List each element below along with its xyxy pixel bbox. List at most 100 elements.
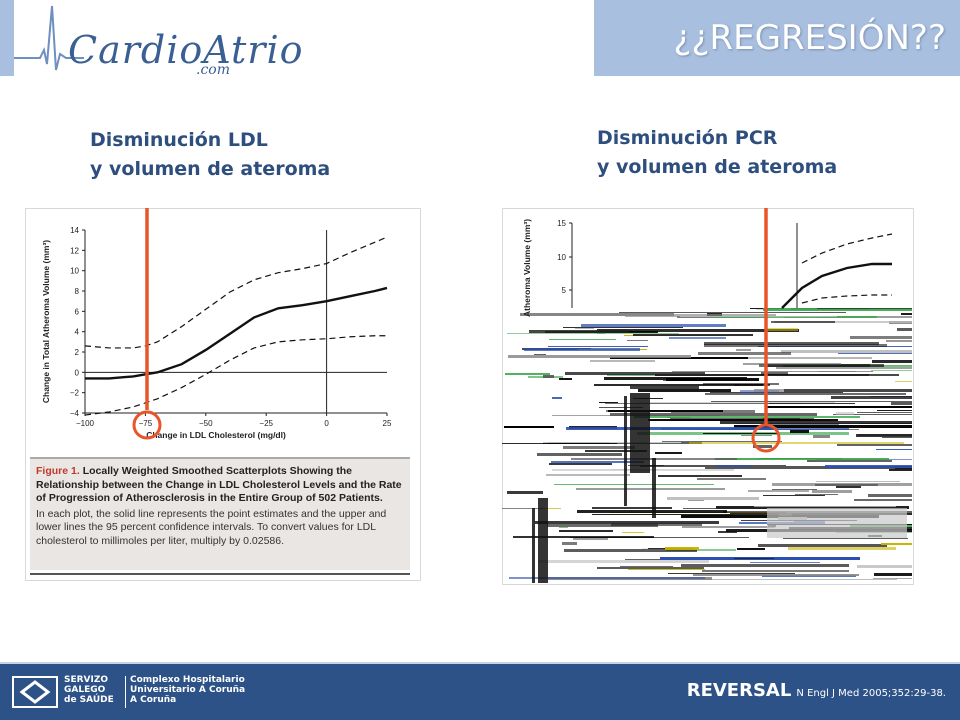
noise-stripe: [669, 337, 726, 339]
x-tick-label: −50: [199, 419, 213, 428]
noise-stripe: [538, 560, 709, 563]
noise-stripe: [529, 330, 629, 333]
noise-stripe: [857, 565, 912, 568]
noise-stripe: [771, 321, 835, 323]
caption-heading: Figure 1.: [36, 465, 80, 477]
noise-stripe: [668, 573, 795, 574]
noise-stripe: [702, 570, 849, 572]
noise-stripe: [697, 478, 766, 480]
noise-stripe: [758, 544, 887, 547]
footer-divider: [0, 662, 960, 664]
noise-stripe: [590, 360, 655, 362]
x-tick-label: −100: [76, 419, 95, 428]
noise-stripe: [611, 523, 702, 526]
noise-stripe: [689, 442, 904, 444]
noise-stripe: [781, 350, 912, 353]
study-reference: REVERSAL N Engl J Med 2005;352:29-38.: [687, 680, 946, 701]
right-subtitle-line1: Disminución PCR: [597, 127, 778, 149]
noise-stripe: [549, 463, 612, 465]
noise-stripe: [858, 434, 912, 436]
noise-stripe: [534, 354, 546, 355]
noise-stripe: [885, 320, 912, 321]
noise-stripe: [776, 313, 912, 316]
noise-stripe: [715, 458, 889, 460]
noise-stripe: [703, 433, 777, 434]
noise-stripe: [563, 446, 635, 449]
y-tick-label: 0: [75, 368, 80, 377]
noise-stripe: [837, 444, 912, 446]
hospital-line1: Complexo Hospitalario: [130, 675, 245, 685]
sergas-line2: GALEGO: [64, 685, 106, 695]
y-tick-label: 5: [562, 286, 567, 295]
footer-bar: [0, 662, 960, 720]
noise-stripe: [716, 506, 909, 509]
y-tick-label: 14: [70, 226, 79, 235]
noise-stripe: [705, 466, 895, 469]
sergas-name: SERVIZO GALEGO de SAÚDE: [64, 675, 114, 705]
noise-stripe: [622, 532, 644, 533]
noise-stripe: [868, 494, 912, 497]
noise-stripe: [857, 412, 912, 413]
noise-stripe: [790, 430, 809, 433]
noise-stripe: [901, 313, 912, 315]
noise-stripe: [850, 336, 912, 339]
noise-stripe: [872, 360, 912, 363]
y-tick-label: 2: [75, 348, 80, 357]
noise-block: [538, 498, 548, 583]
hospital-name: Complexo Hospitalario Universitario A Co…: [130, 675, 245, 705]
noise-stripe: [770, 445, 812, 446]
noise-stripe: [877, 410, 912, 411]
noise-stripe: [575, 328, 594, 329]
noise-stripe: [763, 308, 912, 311]
noise-stripe: [634, 416, 860, 418]
noise-stripe: [815, 484, 878, 486]
noise-stripe: [520, 313, 674, 316]
noise-stripe: [599, 407, 643, 408]
noise-stripe: [725, 398, 886, 401]
noise-stripe: [648, 419, 838, 421]
noise-stripe: [753, 445, 772, 448]
y-tick-label: 8: [75, 287, 80, 296]
noise-stripe: [704, 342, 879, 345]
noise-stripe: [559, 530, 613, 532]
noise-stripe: [703, 383, 779, 385]
noise-stripe: [628, 569, 705, 570]
confidence-line: [801, 294, 892, 304]
y-tick-label: −2: [70, 389, 80, 398]
noise-stripe: [654, 551, 870, 554]
noise-stripe: [502, 508, 545, 509]
noise-stripe: [620, 566, 673, 567]
estimate-line: [781, 262, 892, 309]
noise-stripe: [881, 543, 912, 545]
noise-stripe: [895, 381, 912, 382]
left-subtitle: Disminución LDL y volumen de ateroma: [90, 126, 330, 184]
study-name: REVERSAL: [686, 680, 792, 701]
y-tick-label: 6: [75, 307, 80, 316]
x-tick-label: 0: [324, 419, 329, 428]
noise-stripe: [748, 490, 809, 492]
x-tick-label: 25: [383, 419, 392, 428]
left-subtitle-line1: Disminución LDL: [90, 129, 268, 151]
noise-stripe: [527, 442, 681, 443]
noise-stripe: [889, 468, 912, 471]
noise-stripe: [624, 372, 831, 375]
noise-block: [624, 396, 627, 506]
noise-block: [652, 458, 656, 518]
right-subtitle: Disminución PCR y volumen de ateroma: [597, 124, 837, 182]
noise-stripe: [678, 406, 705, 408]
noise-stripe: [882, 437, 912, 438]
noise-stripe: [774, 321, 912, 323]
page-title: ¿¿REGRESIÓN??: [673, 18, 946, 58]
noise-stripe: [573, 537, 608, 540]
noise-stripe: [507, 491, 543, 494]
noise-stripe: [886, 340, 912, 342]
noise-stripe: [619, 312, 846, 313]
noise-stripe: [552, 397, 562, 399]
noise-stripe: [897, 328, 912, 331]
noise-stripe: [537, 453, 622, 456]
noise-stripe: [592, 514, 734, 515]
noise-stripe: [836, 412, 854, 415]
noise-stripe: [549, 339, 616, 340]
footer-separator: [125, 676, 126, 708]
